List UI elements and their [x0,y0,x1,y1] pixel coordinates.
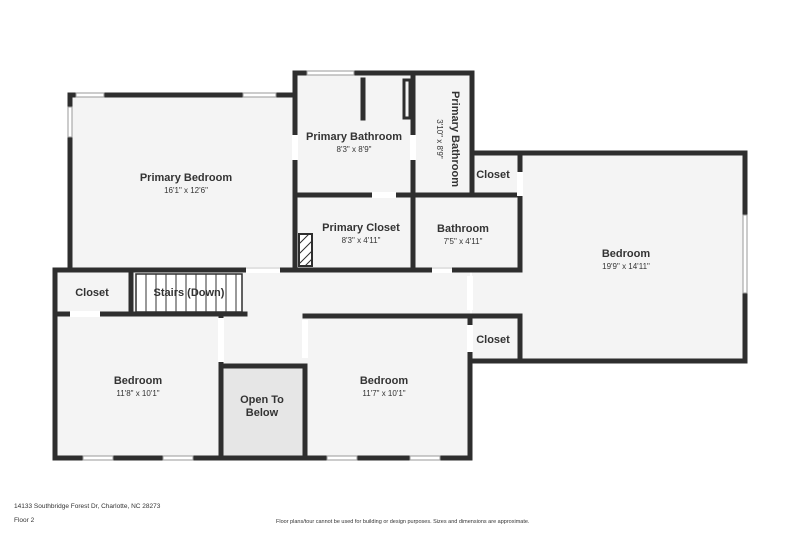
room-name-closet-left: Closet [75,287,109,299]
room-name-closet-lower-right: Closet [476,334,510,346]
room-dims-bathroom: 7'5" x 4'11" [444,237,483,246]
room-name-bathroom: Bathroom [437,223,489,235]
room-dims-primary-closet: 8'3" x 4'11" [342,236,381,245]
room-name-primary-bathroom-side: Primary Bathroom [449,91,461,187]
room-name-bedroom-middle: Bedroom [360,375,409,387]
room-name-stairs: Stairs (Down) [154,287,225,299]
floor-label: Floor 2 [14,517,35,524]
room-labels: Primary Bedroom 16'1" x 12'6" Primary Ba… [75,91,650,419]
room-dims-primary-bathroom-side: 3'10" x 8'9" [435,119,444,159]
stairs-graphic [135,273,243,313]
closet-shelf-hatch [298,233,313,267]
property-address: 14133 Southbridge Forest Dr, Charlotte, … [14,503,161,510]
room-name-bedroom-left: Bedroom [114,375,163,387]
room-name-bedroom-right: Bedroom [602,248,651,260]
room-name-closet-upper-right: Closet [476,169,510,181]
room-name-open-to-below-line2: Below [246,407,279,419]
open-to-below-area [221,366,304,456]
room-dims-primary-bedroom: 16'1" x 12'6" [164,186,208,195]
room-dims-bedroom-middle: 11'7" x 10'1" [362,389,405,398]
room-dims-primary-bathroom: 8'3" x 8'9" [337,145,372,154]
walls [52,70,748,461]
room-dims-bedroom-left: 11'8" x 10'1" [116,389,159,398]
room-name-primary-closet: Primary Closet [322,222,400,234]
door-openings [70,135,523,362]
disclaimer-text: Floor plans/tour cannot be used for buil… [276,519,530,525]
room-dims-bedroom-right: 19'9" x 14'11" [602,262,650,271]
room-name-open-to-below-line1: Open To [240,394,284,406]
windows [67,70,748,461]
room-name-primary-bathroom: Primary Bathroom [306,131,402,143]
room-fills [55,73,745,458]
room-name-primary-bedroom: Primary Bedroom [140,172,233,184]
